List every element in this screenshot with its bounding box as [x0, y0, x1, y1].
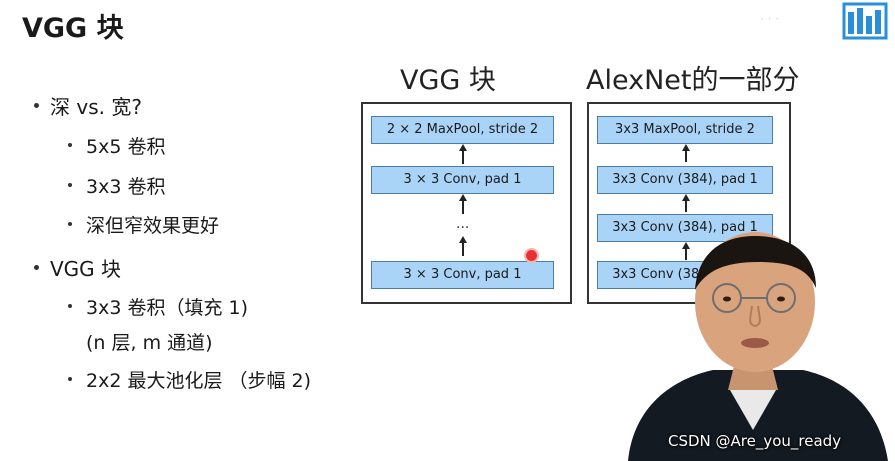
top-watermark: · · · — [760, 12, 780, 26]
credit-watermark: CSDN @Are_you_ready — [668, 432, 842, 450]
bullet-dot — [68, 143, 72, 147]
pointer-dot — [526, 250, 537, 261]
vgg-diagram-panel: 2 × 2 MaxPool, stride 2 3 × 3 Conv, pad … — [361, 102, 572, 304]
bullet-deep-narrow: 深但窄效果更好 — [86, 215, 220, 237]
slide-title: VGG 块 — [22, 13, 124, 44]
bullet-dot — [68, 222, 72, 226]
vgg-maxpool-box: 2 × 2 MaxPool, stride 2 — [371, 116, 554, 144]
bullet-layers-channels: (n 层, m 通道) — [86, 332, 213, 354]
bullet-2x2-maxpool: 2x2 最大池化层 （步幅 2) — [86, 370, 312, 392]
bullet-dot — [68, 377, 72, 381]
logo-icon — [842, 2, 888, 40]
alexnet-conv-box: 3x3 Conv (384), pad 1 — [597, 166, 773, 194]
vgg-ellipsis: ... — [456, 216, 470, 232]
bullet-depth-vs-width: 深 vs. 宽? — [50, 95, 142, 119]
presenter-video-overlay — [628, 232, 888, 461]
vgg-conv-box: 3 × 3 Conv, pad 1 — [371, 166, 554, 194]
bullet-dot — [68, 183, 72, 187]
alexnet-diagram-title: AlexNet的一部分 — [586, 65, 800, 96]
bullet-dot — [34, 265, 39, 270]
vgg-conv-box: 3 × 3 Conv, pad 1 — [371, 261, 554, 289]
bullet-5x5-conv: 5x5 卷积 — [86, 136, 166, 158]
bullet-3x3-conv: 3x3 卷积 — [86, 176, 166, 198]
alexnet-maxpool-box: 3x3 MaxPool, stride 2 — [597, 116, 773, 144]
bullet-dot — [34, 103, 39, 108]
vgg-diagram-title: VGG 块 — [400, 65, 496, 96]
bullet-3x3-conv-pad: 3x3 卷积（填充 1) — [86, 297, 249, 319]
bullet-vgg-block: VGG 块 — [50, 257, 122, 281]
bullet-dot — [68, 304, 72, 308]
